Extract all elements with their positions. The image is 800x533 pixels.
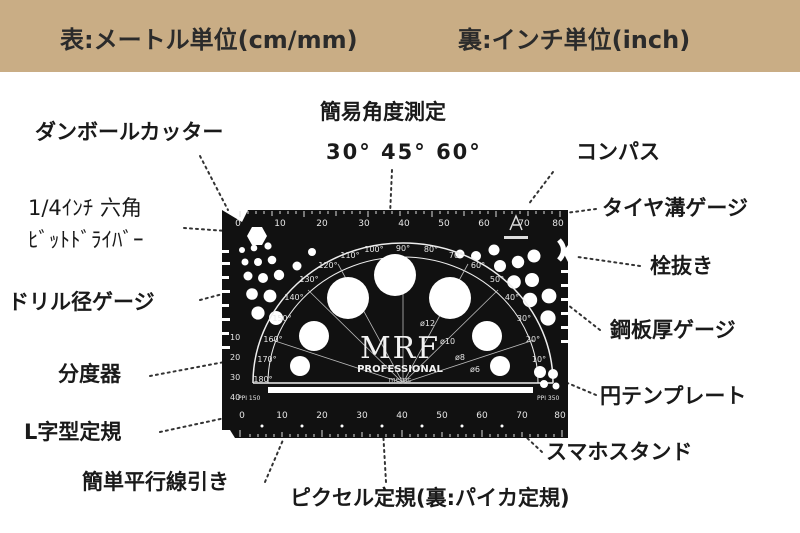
arc-degree-labels: 180° 170° 160° 150° 140° 130° 120° 110° … [253, 244, 546, 384]
svg-text:40: 40 [396, 411, 408, 421]
back-unit-label: 裏:インチ単位(inch) [458, 26, 691, 54]
svg-text:60°: 60° [471, 261, 485, 270]
label-parallel-lines: 簡単平行線引き [82, 470, 229, 494]
svg-text:160°: 160° [263, 335, 282, 344]
bottom-scale: 0 10 20 30 40 50 60 70 80 [239, 411, 566, 421]
label-plug-pull: 栓抜き [650, 254, 713, 278]
svg-text:90°: 90° [396, 244, 410, 253]
top-scale-30: 30 [358, 219, 370, 229]
label-phone-stand: スマホスタンド [546, 440, 693, 464]
svg-text:ø6: ø6 [470, 365, 480, 374]
svg-text:PPI 350: PPI 350 [537, 395, 560, 402]
top-ruler-ticks [239, 211, 561, 217]
svg-text:20: 20 [316, 411, 328, 421]
card-body [222, 210, 568, 438]
svg-text:170°: 170° [257, 355, 276, 364]
svg-text:ø12: ø12 [420, 319, 435, 328]
svg-text:140°: 140° [284, 293, 303, 302]
svg-text:10°: 10° [532, 355, 546, 364]
label-angle-title: 簡易角度測定 [320, 100, 446, 124]
top-scale-80: 80 [552, 219, 564, 229]
svg-text:30°: 30° [517, 314, 531, 323]
top-scale-60: 60 [478, 219, 490, 229]
top-scale-10: 10 [274, 219, 286, 229]
top-scale-20: 20 [316, 219, 328, 229]
logo-text: MRF [360, 331, 440, 366]
top-scale-0: 0 [235, 219, 241, 229]
label-angle-values: 30° 45° 60° [326, 140, 482, 164]
svg-text:80: 80 [554, 411, 566, 421]
svg-text:70°: 70° [449, 251, 463, 260]
hex-bit-hole [247, 227, 267, 245]
side-scale: 10 20 30 40 [230, 333, 240, 402]
svg-text:30: 30 [230, 373, 240, 382]
brand-text: PROFESSIONAL [357, 364, 443, 375]
top-scale: 0 10 20 30 40 50 60 70 80 [235, 219, 564, 229]
label-steel-gauge: 鋼板厚ゲージ [610, 318, 736, 342]
label-drill-gauge: ドリル径ゲージ [8, 290, 155, 314]
label-protractor: 分度器 [58, 362, 121, 386]
bottle-opener [557, 238, 566, 262]
svg-text:180°: 180° [253, 375, 272, 384]
compass-marker [509, 214, 523, 231]
svg-text:50°: 50° [490, 275, 504, 284]
svg-text:120°: 120° [318, 261, 337, 270]
ppi-labels: PPI 150 PPI 350 [238, 395, 560, 402]
svg-text:10: 10 [230, 333, 240, 342]
label-cardboard-cutter: ダンボールカッター [35, 120, 224, 144]
svg-text:60: 60 [476, 411, 488, 421]
label-compass: コンパス [576, 140, 660, 164]
top-scale-70: 70 [518, 219, 530, 229]
svg-text:PPI 150: PPI 150 [238, 395, 261, 402]
svg-text:30: 30 [356, 411, 368, 421]
front-unit-label: 表:メートル単位(cm/mm) [60, 26, 358, 54]
top-scale-40: 40 [398, 219, 410, 229]
gauge-teeth [222, 250, 568, 349]
svg-text:20°: 20° [526, 335, 540, 344]
label-circle-template: 円テンプレート [600, 384, 747, 408]
svg-text:40: 40 [230, 393, 240, 402]
compass-bar [504, 236, 528, 239]
svg-text:20: 20 [230, 353, 240, 362]
svg-text:130°: 130° [299, 275, 318, 284]
svg-text:40°: 40° [505, 293, 519, 302]
svg-text:110°: 110° [340, 251, 359, 260]
drill-gauge-holes [239, 242, 557, 326]
svg-text:70: 70 [516, 411, 528, 421]
bottom-ruler-ticks [239, 430, 563, 437]
top-scale-50: 50 [438, 219, 450, 229]
label-tire-gauge: タイヤ溝ゲージ [602, 196, 748, 220]
label-hex-bit-line1: 1/4ｲﾝﾁ 六角 [28, 196, 142, 220]
parallel-line-holes [260, 424, 504, 428]
phone-stand-slot [268, 387, 533, 393]
metric-text: metric [389, 376, 412, 384]
svg-text:50: 50 [436, 411, 448, 421]
svg-text:10: 10 [276, 411, 288, 421]
mrf-logo: MRF PROFESSIONAL metric [357, 331, 443, 384]
svg-text:ø10: ø10 [440, 337, 455, 346]
header-banner: 表:メートル単位(cm/mm) 裏:インチ単位(inch) [0, 0, 800, 72]
label-pixel-ruler: ピクセル定規(裏:パイカ定規) [290, 486, 570, 510]
label-hex-bit-line2: ﾋﾞｯﾄﾄﾞﾗｲﾊﾞｰ [28, 228, 144, 252]
label-l-ruler: L字型定規 [24, 420, 122, 444]
svg-text:150°: 150° [272, 314, 291, 323]
circle-template-holes [290, 254, 560, 390]
hole-size-labels: ø12 ø10 ø8 ø6 [420, 319, 480, 374]
svg-text:80°: 80° [424, 245, 438, 254]
svg-text:0: 0 [239, 411, 245, 421]
svg-text:ø8: ø8 [455, 353, 465, 362]
svg-text:100°: 100° [364, 245, 383, 254]
